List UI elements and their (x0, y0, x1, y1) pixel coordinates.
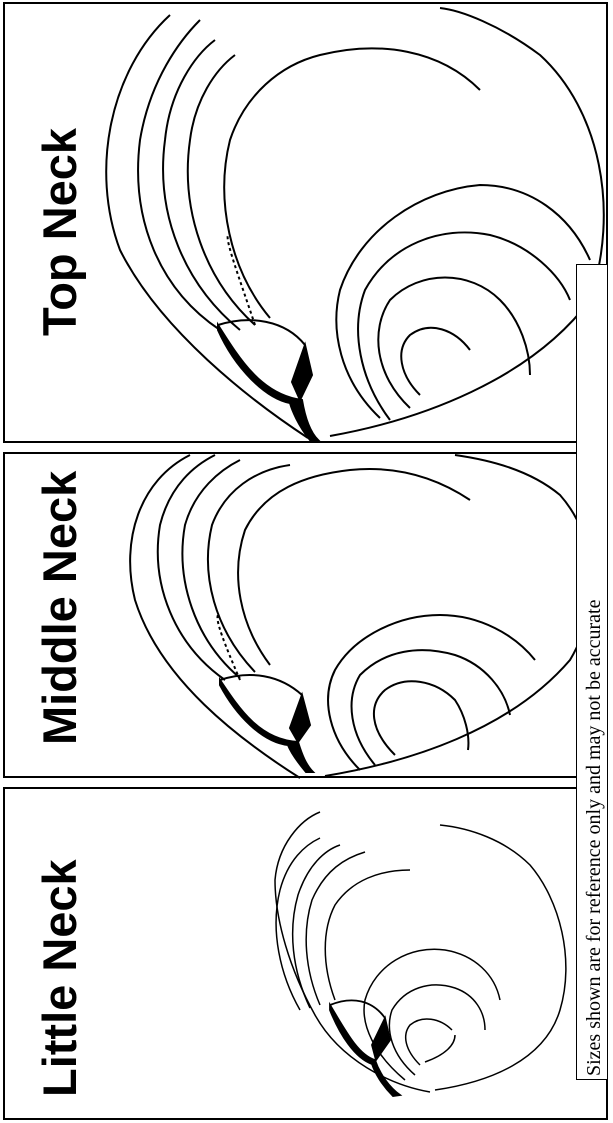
little-neck-label: Little Neck (33, 859, 86, 1097)
middle-neck-label: Middle Neck (33, 470, 86, 745)
disclaimer-box (576, 264, 608, 1080)
top-neck-hinge-icon (217, 319, 321, 441)
disclaimer-text: Sizes shown are for reference only and m… (583, 599, 605, 1076)
middle-neck-hinge-icon (219, 674, 316, 773)
top-neck-label: Top Neck (33, 127, 86, 336)
middle-neck-clam-drawing (129, 454, 593, 779)
top-neck-clam-drawing (105, 7, 605, 439)
little-neck-hinge-icon (329, 999, 403, 1097)
little-neck-clam-drawing (274, 811, 567, 1093)
little-neck-panel (3, 787, 608, 1120)
